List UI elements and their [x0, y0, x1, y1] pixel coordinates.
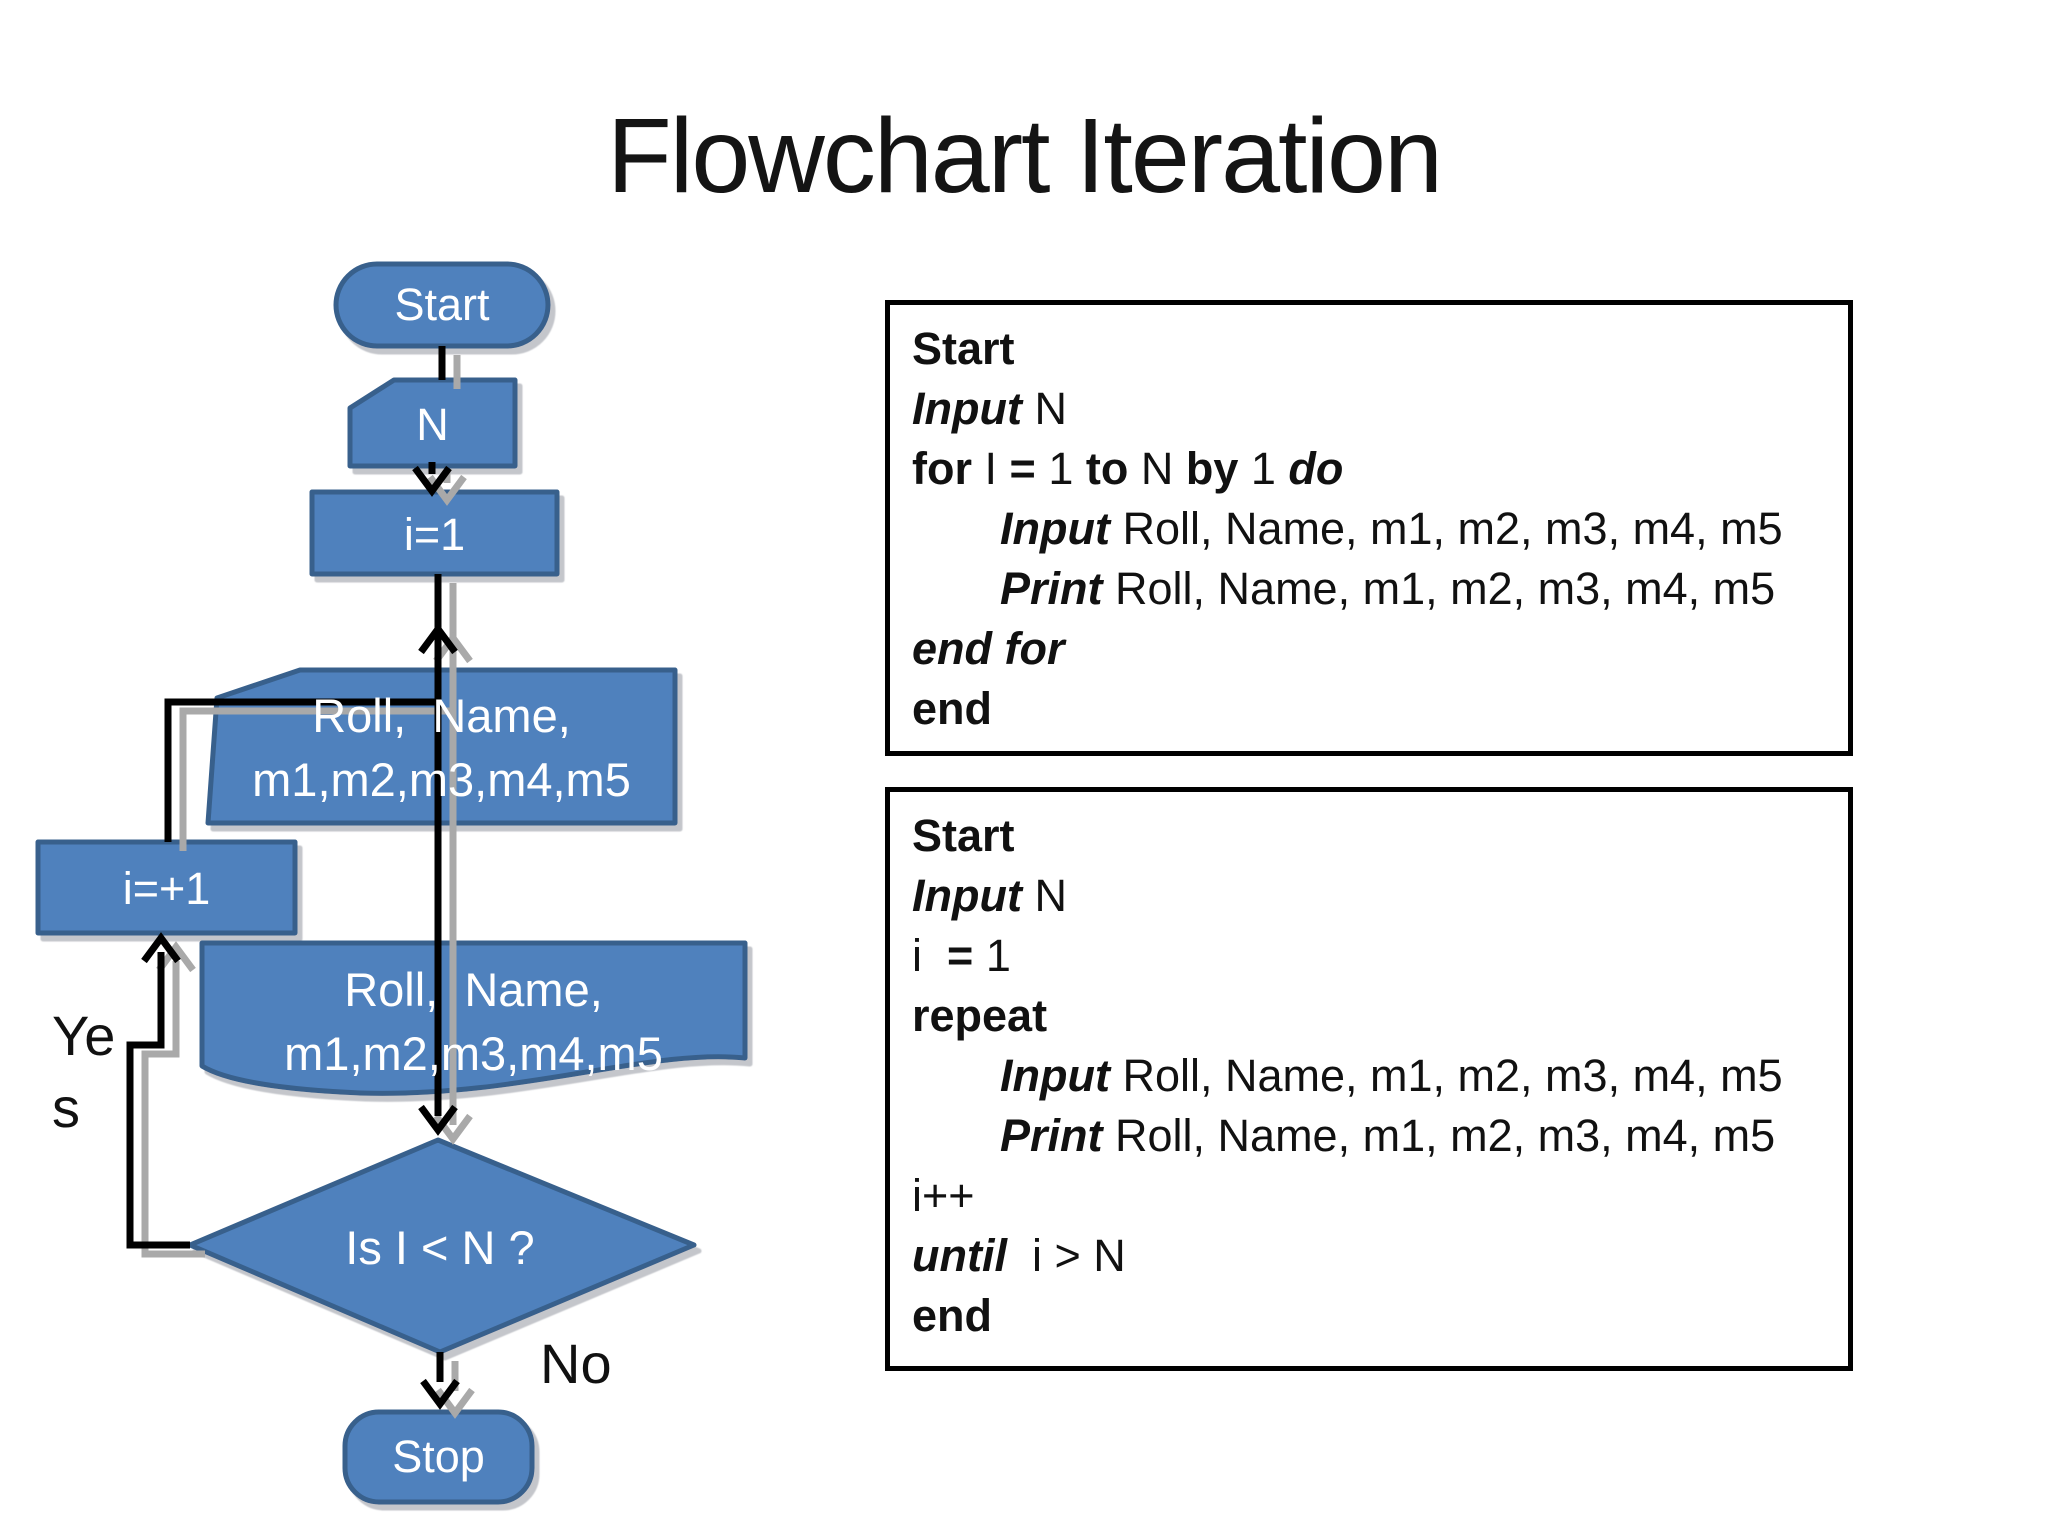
input-n-node-label: N [416, 399, 449, 450]
edge-no-to-stop [420, 1352, 460, 1410]
increment-node-label: i=+1 [122, 863, 211, 914]
code-line: Input Roll, Name, m1, m2, m3, m4, m5 [1000, 503, 1783, 554]
input-record-line1: Roll, Name, [312, 689, 571, 742]
input-record-node-label: Roll, Name, m1,m2,m3,m4,m5 [208, 684, 675, 812]
input-n-node-shape [347, 377, 518, 469]
no-edge-label: No [540, 1332, 612, 1395]
code-line: Print Roll, Name, m1, m2, m3, m4, m5 [1000, 563, 1776, 614]
code-line: i = 1 [912, 930, 1011, 981]
code-line: Start [912, 810, 1015, 861]
flow-connectors [126, 346, 460, 1410]
decision-node-label: Is I < N ? [345, 1221, 535, 1274]
code-line: for I = 1 to N by 1 do [912, 443, 1344, 494]
code-line: Print Roll, Name, m1, m2, m3, m4, m5 [1000, 1110, 1776, 1161]
edge-yes-branch [126, 932, 190, 1249]
init-node-label: i=1 [403, 509, 466, 560]
code-line: Input N [912, 383, 1067, 434]
start-node-label: Start [394, 279, 490, 330]
input-record-line2: m1,m2,m3,m4,m5 [252, 753, 631, 806]
code-line: repeat [912, 990, 1048, 1041]
edge-increment-loop [164, 623, 458, 842]
code-line: until i > N [912, 1230, 1126, 1281]
print-record-line1: Roll, Name, [344, 963, 603, 1016]
code-line: i++ [912, 1170, 975, 1221]
stop-node-label: Stop [392, 1431, 485, 1482]
yes-edge-label: Ye s [52, 1004, 116, 1139]
print-record-node-shape [199, 940, 748, 1096]
code-line: Input N [912, 870, 1067, 921]
stop-node-shape [342, 1409, 535, 1505]
page-title: Flowchart Iteration [607, 97, 1443, 215]
print-record-line2: m1,m2,m3,m4,m5 [284, 1027, 663, 1080]
code-line: Start [912, 323, 1015, 374]
increment-node-shape [35, 839, 298, 936]
code-line: end [912, 1290, 993, 1341]
code-line: end [912, 683, 993, 734]
flow-connector-shadows [141, 355, 475, 1419]
code-line: Input Roll, Name, m1, m2, m3, m4, m5 [1000, 1050, 1783, 1101]
code-line: end for [912, 623, 1065, 674]
edge-n-to-init [412, 462, 452, 497]
print-record-node-label: Roll, Name, m1,m2,m3,m4,m5 [202, 958, 745, 1086]
